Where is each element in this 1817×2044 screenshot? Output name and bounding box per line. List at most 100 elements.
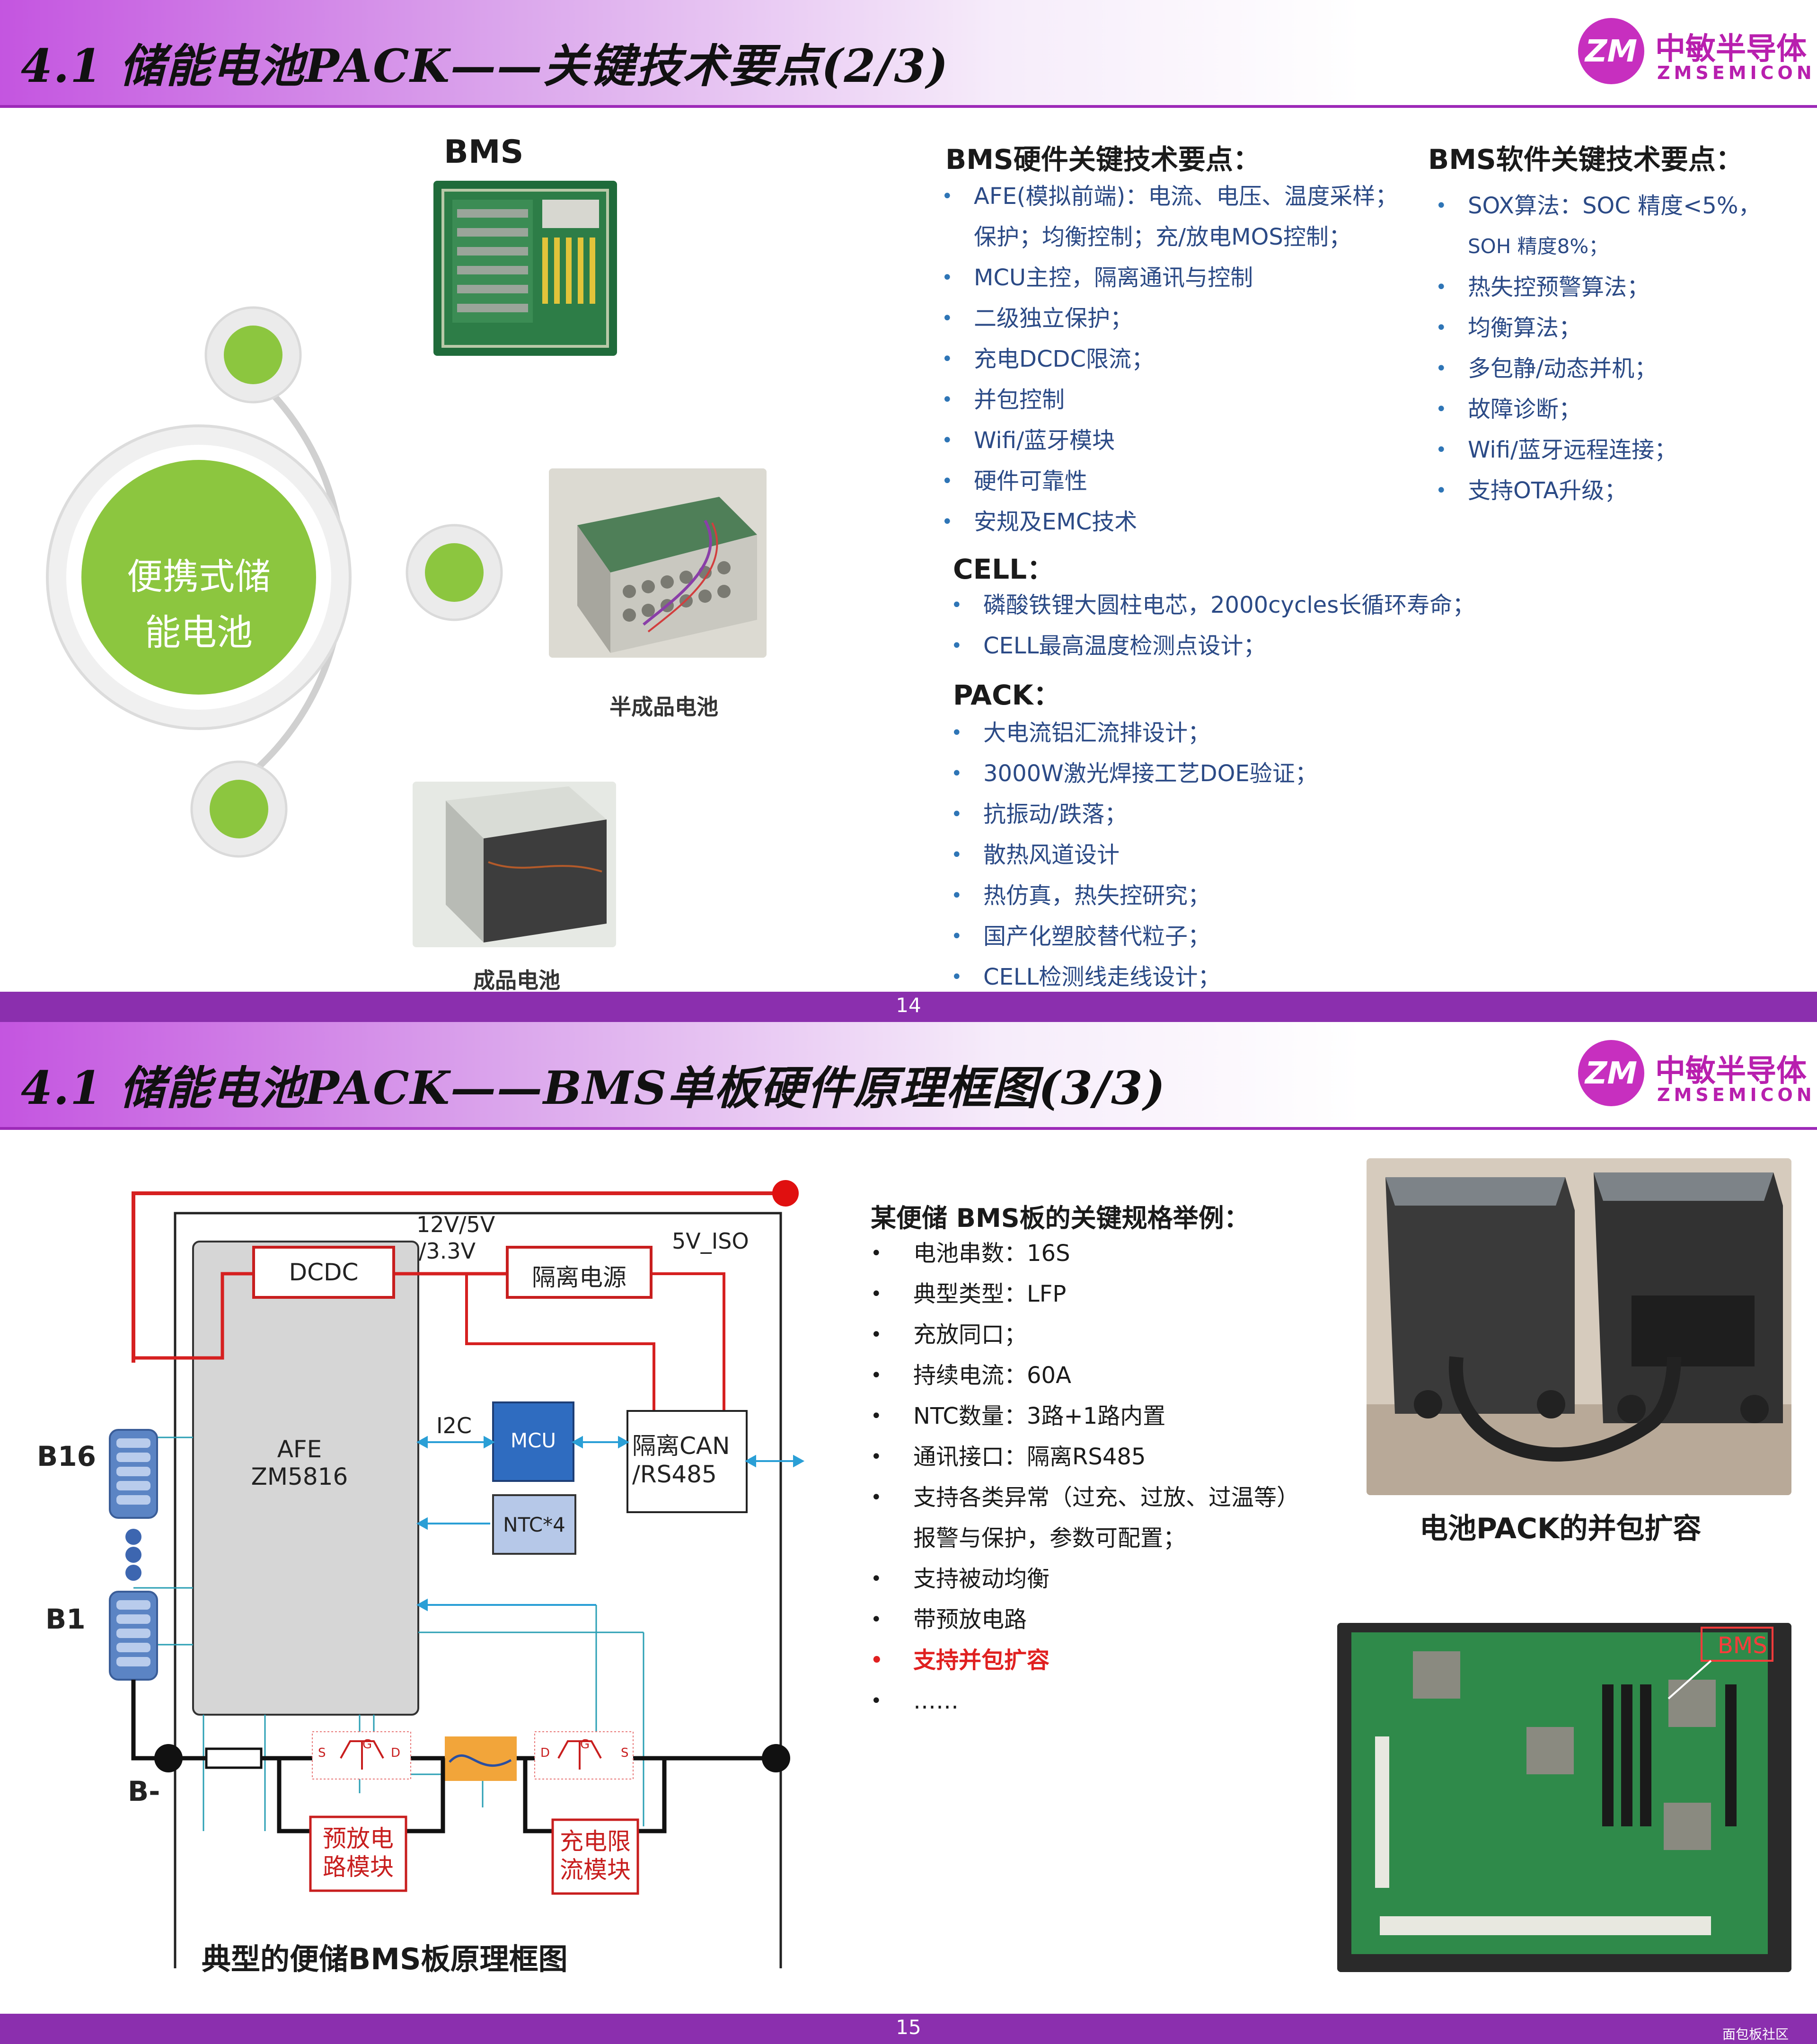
list-item: CELL检测线走线设计；	[951, 957, 1318, 997]
diagram-caption: 典型的便储BMS板原理框图	[202, 1942, 568, 1976]
list-item: 支持OTA升级；	[1436, 470, 1761, 511]
page-number: 14	[896, 994, 921, 1017]
finished-battery-photo	[413, 782, 616, 947]
node-top	[224, 326, 282, 384]
afe-label: AFE ZM5816	[251, 1436, 348, 1490]
junction-right	[762, 1744, 790, 1772]
list-item: NTC数量：3路+1路内置	[871, 1396, 1299, 1436]
list-item: Wifi/蓝牙远程连接；	[1436, 430, 1761, 470]
header-divider	[0, 105, 1817, 108]
zm-logo-icon: ZM	[1578, 18, 1644, 84]
mcu-label: MCU	[510, 1429, 556, 1452]
ellipsis-dot	[125, 1547, 141, 1563]
can-box	[626, 1410, 748, 1513]
charge-limit-module-box	[551, 1818, 639, 1895]
pin-g-label: G	[580, 1737, 590, 1752]
bms-block-diagram	[109, 1180, 805, 1968]
pin-d-label: D	[391, 1746, 401, 1760]
cell-list: 磷酸铁锂大圆柱电芯，2000cycles长循环寿命； CELL最高温度检测点设计…	[951, 585, 1475, 666]
pin-s-label: S	[621, 1746, 629, 1760]
bminus-label: B-	[128, 1775, 160, 1807]
shunt-resistor	[205, 1747, 263, 1769]
list-item: 国产化塑胶替代粒子；	[951, 916, 1318, 957]
list-item: 电池串数：16S	[871, 1233, 1299, 1274]
charge-limit-label: 充电限 流模块	[560, 1828, 631, 1884]
list-item: 硬件可靠性	[942, 461, 1398, 502]
precharge-label: 预放电 路模块	[323, 1825, 394, 1881]
list-item: 典型类型：LFP	[871, 1274, 1299, 1314]
pack-heading: PACK：	[953, 679, 1061, 711]
finished-battery-caption: 成品电池	[473, 968, 560, 993]
red-wire-can	[465, 1274, 655, 1411]
junction-left	[154, 1744, 183, 1772]
software-list: SOX算法：SOC 精度<5%， SOH 精度8%； 热失控预警算法； 均衡算法…	[1436, 185, 1761, 511]
list-item: 安规及EMC技术	[942, 502, 1398, 542]
battery-b16	[109, 1429, 158, 1519]
b1-label: B1	[45, 1603, 86, 1635]
cell-heading: CELL：	[953, 553, 1055, 585]
precharge-module-box	[309, 1815, 407, 1892]
bms-label: BMS	[444, 133, 524, 171]
list-item: 二级独立保护；	[942, 298, 1398, 339]
pack-list: 大电流铝汇流排设计； 3000W激光焊接工艺DOE验证； 抗振动/跌落； 散热风…	[951, 713, 1318, 997]
list-item: SOX算法：SOC 精度<5%，	[1436, 185, 1761, 226]
list-item: CELL最高温度检测点设计；	[951, 626, 1475, 666]
can-label: 隔离CAN /RS485	[632, 1432, 730, 1488]
dcdc-box	[252, 1246, 395, 1299]
list-item-highlight: 支持并包扩容	[871, 1640, 1299, 1681]
watermark: 面包板社区	[1722, 2026, 1789, 2042]
list-item: 磷酸铁锂大圆柱电芯，2000cycles长循环寿命；	[951, 585, 1475, 626]
red-wire-dcdc	[133, 1272, 254, 1360]
mosfet-right	[534, 1731, 634, 1780]
photo-caption: 电池PACK的并包扩容	[1420, 1512, 1702, 1545]
fuse-element	[445, 1736, 517, 1781]
ntc-label: NTC*4	[503, 1513, 565, 1536]
spec-heading: 某便储 BMS板的关键规格举例：	[871, 1203, 1250, 1233]
list-item: 充电DCDC限流；	[942, 339, 1398, 379]
semi-battery-caption: 半成品电池	[609, 694, 718, 720]
outer-frame	[174, 1212, 782, 1968]
page-number: 15	[896, 2016, 921, 2039]
list-item: 并包控制	[942, 379, 1398, 420]
bms-pcb-photo	[1337, 1623, 1791, 1972]
list-item: MCU主控，隔离通讯与控制	[942, 257, 1398, 298]
mcu-box	[492, 1401, 574, 1482]
voltage-label: 12V/5V /3.3V	[416, 1212, 495, 1264]
ellipsis-dot	[125, 1529, 141, 1545]
hardware-heading: BMS硬件关键技术要点：	[945, 143, 1261, 176]
iso-power-label: 隔离电源	[532, 1264, 626, 1291]
list-item: 支持各类异常（过充、过放、过温等）	[871, 1477, 1299, 1518]
list-item: 通讯接口：隔离RS485	[871, 1436, 1299, 1477]
footer-bar	[0, 992, 1817, 1022]
zm-logo-icon: ZM	[1578, 1040, 1644, 1106]
b16-label: B16	[37, 1440, 96, 1472]
header-bar	[0, 0, 1817, 106]
logo-name-en: ZMSEMICON	[1657, 1084, 1816, 1105]
pin-s-label: S	[318, 1746, 326, 1760]
list-item: 抗振动/跌落；	[951, 794, 1318, 835]
v5-iso-label: 5V_ISO	[672, 1228, 749, 1254]
header-divider	[0, 1127, 1817, 1130]
ellipsis-dot	[125, 1565, 141, 1581]
iso-power-box	[506, 1246, 653, 1299]
list-item: 3000W激光焊接工艺DOE验证；	[951, 753, 1318, 794]
bms-board-photo	[433, 181, 617, 356]
spec-list: 电池串数：16S 典型类型：LFP 充放同口； 持续电流：60A NTC数量：3…	[871, 1233, 1299, 1721]
hardware-list: AFE(模拟前端)：电流、电压、温度采样； 保护；均衡控制；充/放电MOS控制；…	[942, 176, 1398, 542]
ntc-box	[492, 1494, 576, 1555]
list-item: 均衡算法；	[1436, 308, 1761, 348]
list-item: 充放同口；	[871, 1314, 1299, 1355]
red-terminal-dot	[772, 1180, 799, 1207]
list-item: AFE(模拟前端)：电流、电压、温度采样；	[942, 176, 1398, 217]
parallel-pack-photo	[1367, 1158, 1791, 1495]
list-item: 故障诊断；	[1436, 389, 1761, 430]
header-bar	[0, 1022, 1817, 1128]
list-item: SOH 精度8%；	[1468, 235, 1609, 258]
dcdc-label: DCDC	[289, 1259, 359, 1286]
list-item: 带预放电路	[871, 1599, 1299, 1640]
list-item: 大电流铝汇流排设计；	[951, 713, 1318, 753]
pin-g-label: G	[362, 1737, 372, 1752]
logo-name-en: ZMSEMICON	[1657, 62, 1816, 83]
list-item: 支持被动均衡	[871, 1559, 1299, 1599]
list-item: Wifi/蓝牙模块	[942, 420, 1398, 461]
